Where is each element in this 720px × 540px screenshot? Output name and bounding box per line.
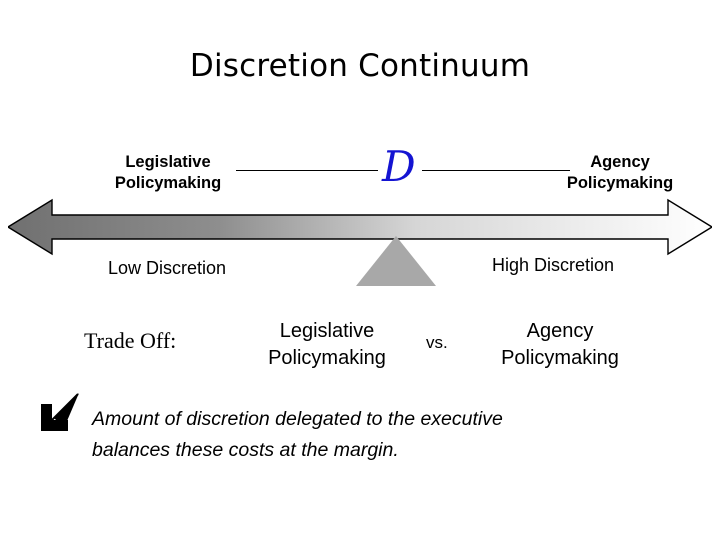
agency-label-line1: Agency bbox=[590, 153, 650, 171]
legislative-policymaking-label: Legislative Policymaking bbox=[78, 152, 258, 194]
agency-policymaking-label: Agency Policymaking bbox=[520, 152, 720, 194]
summary-line1: Amount of discretion delegated to the ex… bbox=[92, 408, 503, 430]
agency-label-line2: Policymaking bbox=[566, 174, 674, 192]
arrow-down-left-icon bbox=[38, 392, 84, 434]
discretion-symbol-d: D bbox=[382, 142, 416, 191]
tradeoff-left-option: Legislative Policymaking bbox=[232, 318, 422, 372]
summary-line2: balances these costs at the margin. bbox=[92, 439, 399, 461]
connector-line-right bbox=[422, 170, 570, 171]
fulcrum-triangle bbox=[356, 236, 436, 286]
tradeoff-right-option: Agency Policymaking bbox=[462, 318, 658, 372]
page-title: Discretion Continuum bbox=[189, 48, 531, 84]
tradeoff-versus: vs. bbox=[426, 333, 448, 352]
low-discretion-label: Low Discretion bbox=[108, 258, 227, 278]
legislative-label-line2: Policymaking bbox=[114, 174, 222, 192]
tradeoff-label: Trade Off: bbox=[84, 328, 177, 353]
tradeoff-right-line1: Agency bbox=[526, 320, 594, 342]
tradeoff-right-line2: Policymaking bbox=[501, 347, 619, 369]
connector-line-left bbox=[236, 170, 378, 171]
tradeoff-left-line1: Legislative bbox=[279, 320, 375, 342]
tradeoff-left-line2: Policymaking bbox=[268, 347, 386, 369]
legislative-label-line1: Legislative bbox=[125, 153, 211, 171]
summary-text: Amount of discretion delegated to the ex… bbox=[92, 404, 704, 466]
high-discretion-label: High Discretion bbox=[492, 255, 615, 275]
